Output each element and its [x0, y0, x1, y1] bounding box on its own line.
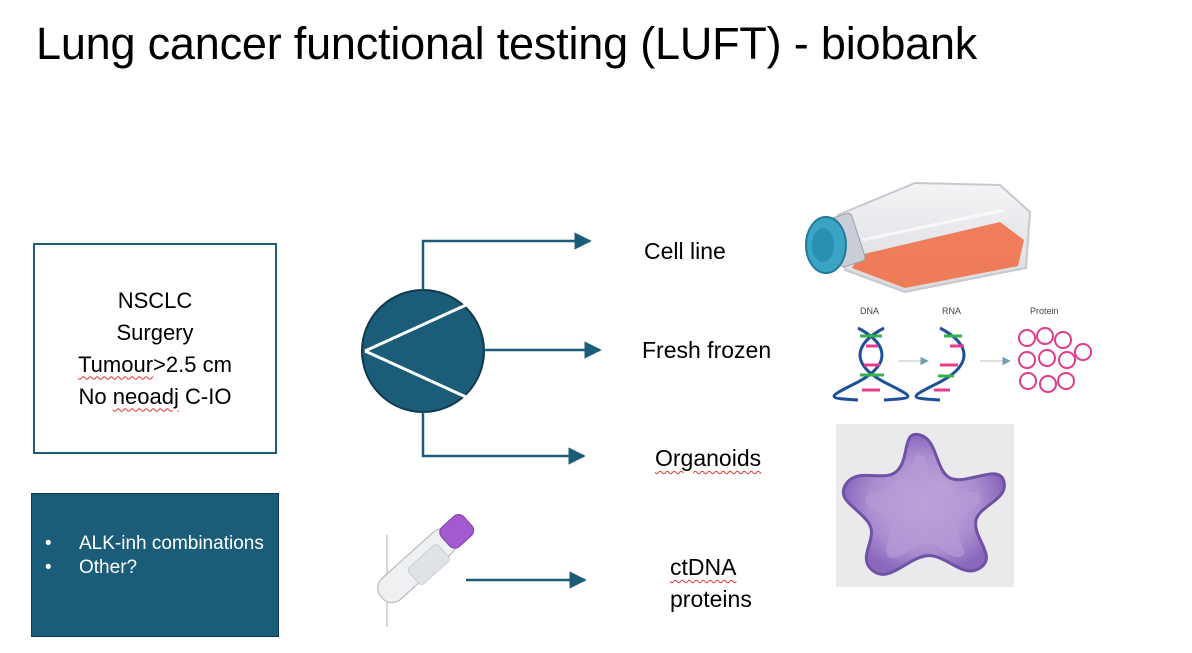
notes-list: ALK-inh combinations Other? [32, 532, 278, 580]
criteria-tumour-word: Tumour [78, 351, 154, 377]
blood-tube-image [377, 513, 475, 627]
protein-icon [1018, 327, 1092, 393]
splitter-line-lower [364, 349, 467, 399]
criteria-neoadj-word: neoadj [112, 383, 179, 409]
output-fresh-frozen: Fresh frozen [642, 337, 772, 363]
criteria-nsclc: NSCLC [117, 287, 193, 313]
omics-protein-label: Protein [1030, 306, 1059, 316]
notes-item: Other? [32, 556, 278, 580]
dna-helix-icon [832, 326, 910, 402]
organoid-image [836, 424, 1014, 587]
splitter-circle [361, 289, 485, 413]
notes-box: ALK-inh combinations Other? [31, 493, 279, 637]
criteria-neoadj-pre: No [78, 383, 113, 409]
arrow-cell-line [421, 232, 592, 290]
criteria-tumour-value: >2.5 cm [153, 351, 232, 377]
notes-item: ALK-inh combinations [32, 532, 278, 556]
criteria-neoadj-post: C-IO [178, 383, 232, 409]
cell-culture-flask-image [805, 181, 1032, 294]
page-title: Lung cancer functional testing (LUFT) - … [36, 18, 978, 69]
inclusion-criteria-box: NSCLC Surgery Tumour>2.5 cm No neoadj C-… [33, 243, 277, 454]
omics-diagram [832, 326, 1092, 402]
splitter-line-upper [364, 303, 467, 353]
criteria-surgery: Surgery [116, 319, 194, 345]
output-ctdna: ctDNA [670, 554, 737, 580]
output-organoids: Organoids [655, 445, 762, 471]
criteria-neoadj: No neoadj C-IO [79, 381, 232, 413]
omics-dna-label: DNA [860, 306, 880, 316]
output-proteins: proteins [670, 586, 752, 612]
sample-splitter [361, 289, 485, 413]
arrow-organoids [421, 412, 586, 465]
output-cell-line: Cell line [644, 238, 726, 264]
omics-rna-label: RNA [942, 306, 962, 316]
rna-helix-icon [914, 326, 966, 402]
criteria-tumour-size: Tumour>2.5 cm [78, 349, 232, 381]
